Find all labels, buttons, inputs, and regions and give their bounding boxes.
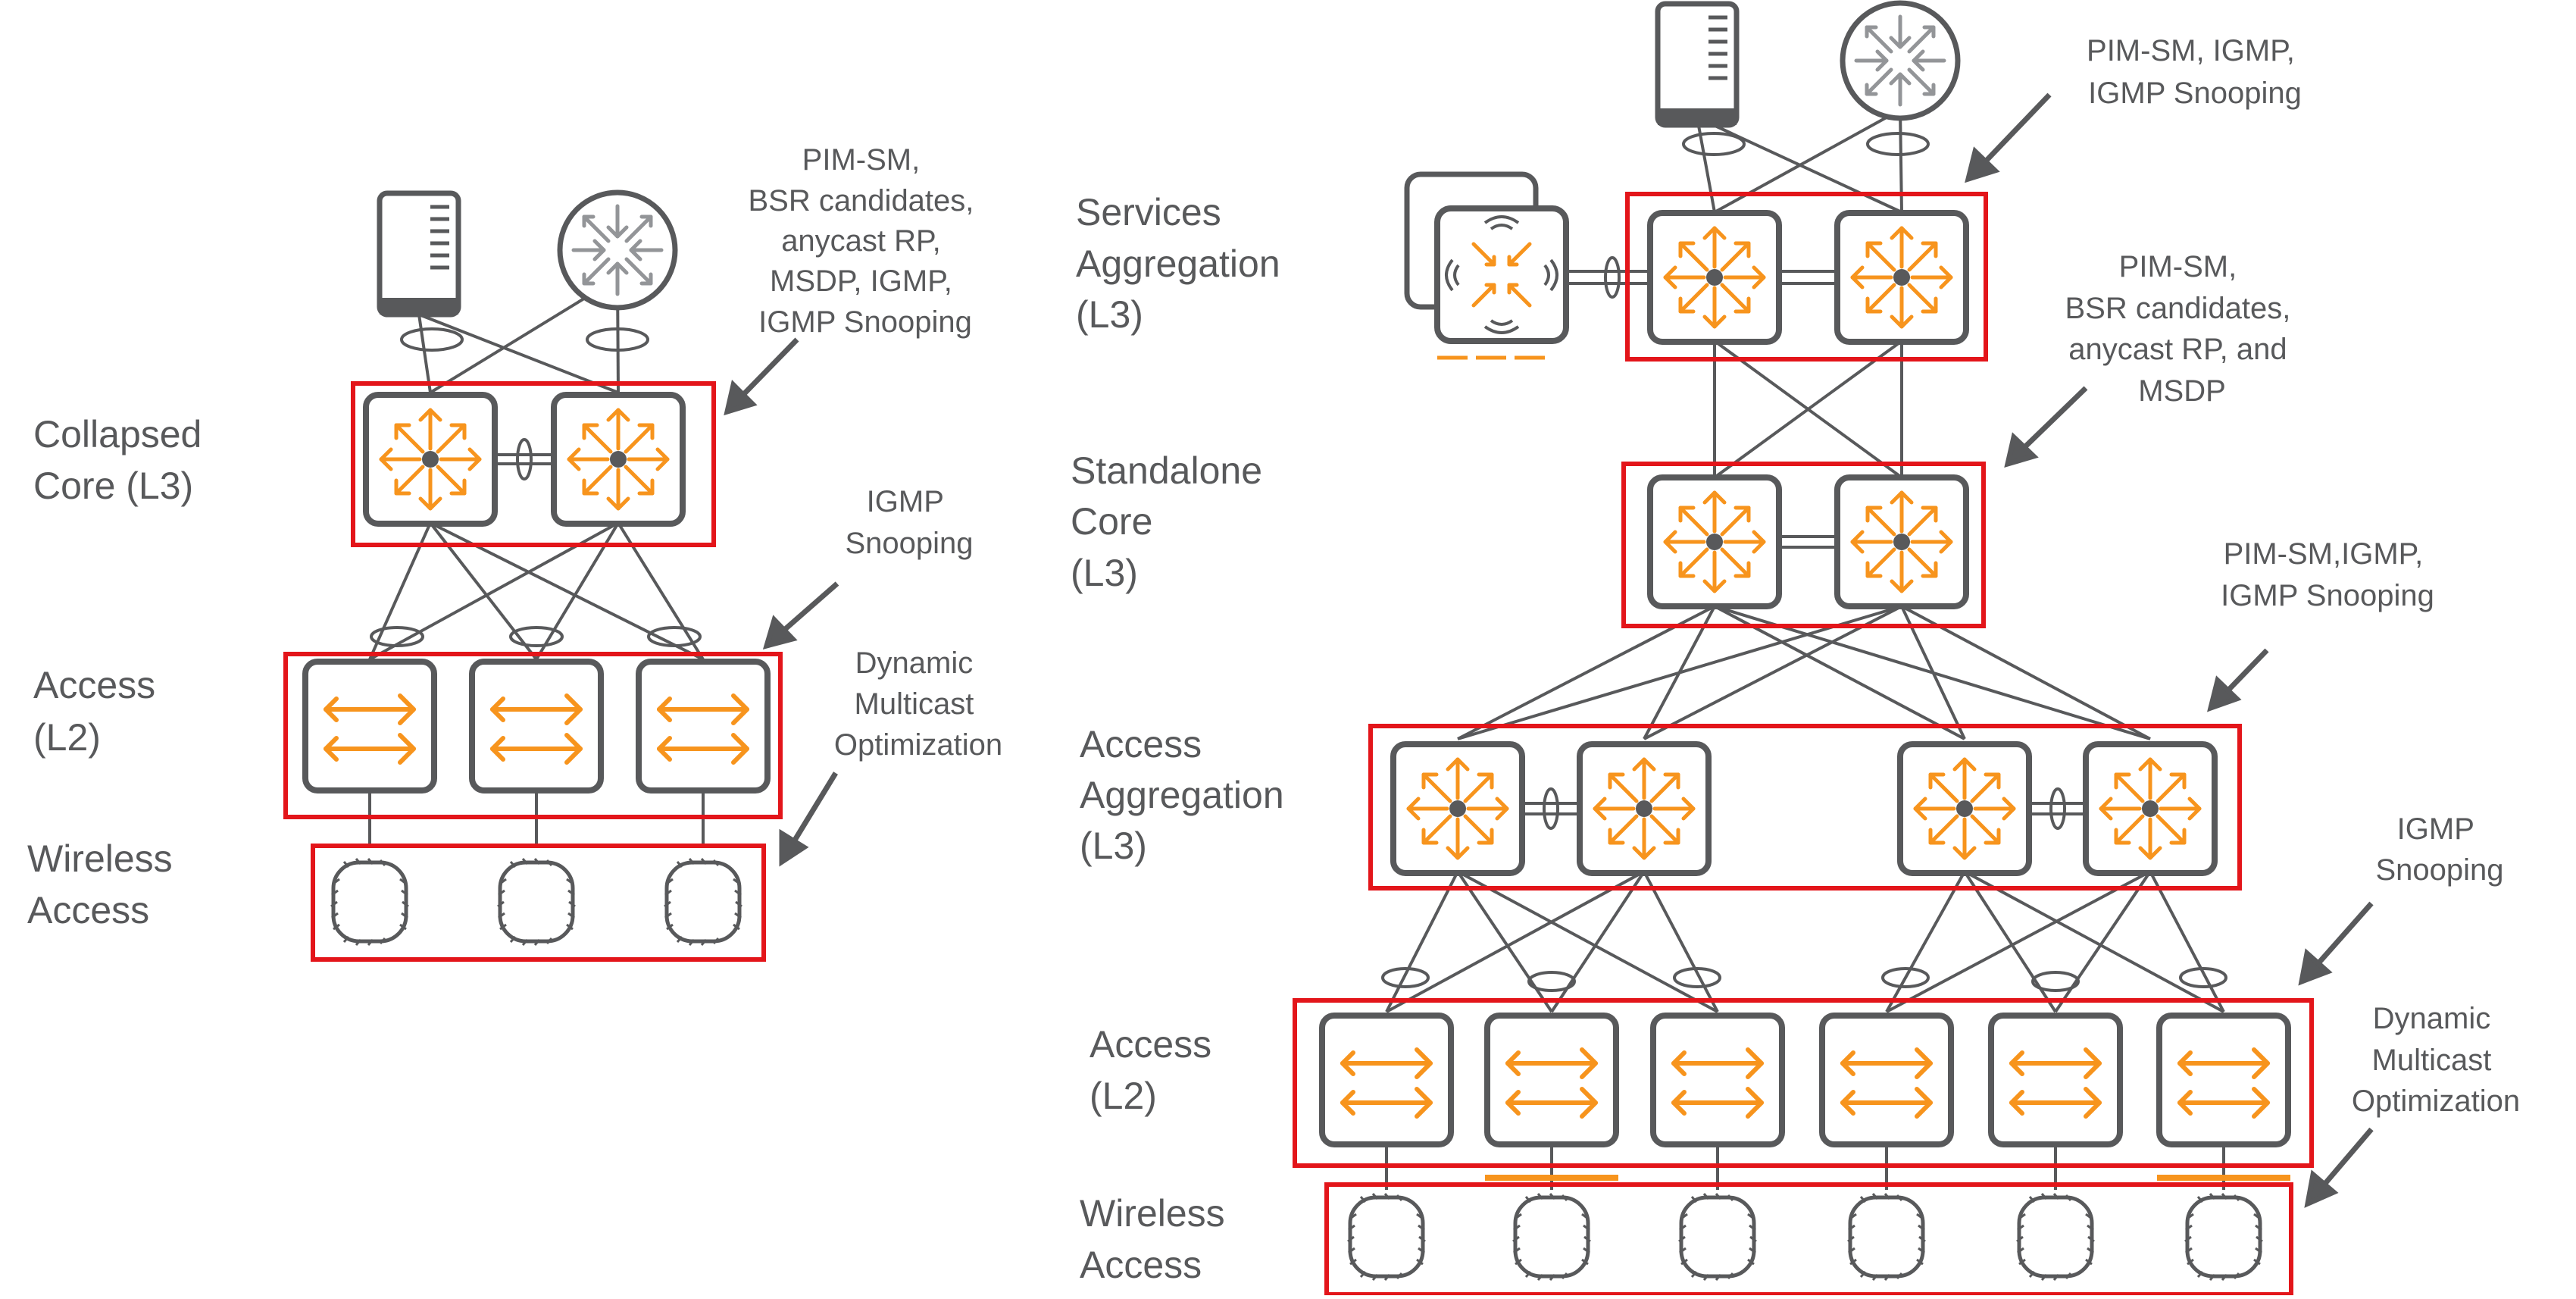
left-access-note: IGMP Snooping xyxy=(845,485,973,560)
access-point-icon xyxy=(664,859,742,945)
left-access-box xyxy=(283,652,783,819)
access-point-icon xyxy=(1679,1194,1756,1280)
l3-switch-icon xyxy=(366,395,495,524)
access-point-icon xyxy=(2185,1194,2262,1280)
right-core-note: PIM-SM, BSR candidates, anycast RP, and … xyxy=(2065,250,2299,408)
right-wireless-box xyxy=(1324,1182,2293,1297)
access-point-icon xyxy=(1513,1194,1590,1280)
l3-switch-icon xyxy=(1837,477,1966,606)
l3-switch-icon xyxy=(1580,744,1708,873)
l2-switch-icon xyxy=(305,662,434,790)
left-core-note: PIM-SM, BSR candidates, anycast RP, MSDP… xyxy=(748,143,982,339)
router-icon xyxy=(1843,3,1958,118)
right-services-note: PIM-SM, IGMP, IGMP Snooping xyxy=(2087,34,2303,110)
right-pointer-arrows xyxy=(1965,92,2374,1208)
left-wireless-note: Dynamic Multicast Optimization xyxy=(834,646,1002,762)
right-services-box xyxy=(1625,192,1988,362)
l3-switch-icon xyxy=(1393,744,1522,873)
wireless-controller-icon xyxy=(1404,171,1569,360)
l2-switch-icon xyxy=(639,662,767,790)
left-pointer-arrows xyxy=(724,337,839,867)
server-icon xyxy=(1658,4,1737,125)
l2-switch-icon xyxy=(2159,1016,2288,1144)
router-icon xyxy=(560,193,675,308)
l2-switch-icon xyxy=(1991,1016,2120,1144)
access-point-icon xyxy=(1348,1194,1425,1280)
left-access-label: Access(L2) xyxy=(33,664,155,759)
l2-switch-icon xyxy=(1653,1016,1782,1144)
l3-switch-icon xyxy=(554,395,683,524)
access-point-icon xyxy=(2017,1194,2094,1280)
left-core-box xyxy=(351,381,716,547)
right-access-label: Access(L2) xyxy=(1089,1023,1211,1117)
right-connections xyxy=(1381,108,2227,1190)
l2-switch-icon xyxy=(1487,1016,1616,1144)
l2-switch-icon xyxy=(1822,1016,1951,1144)
access-point-icon xyxy=(1848,1194,1925,1280)
right-accent-bars xyxy=(1485,1175,2290,1181)
l2-switch-icon xyxy=(472,662,601,790)
access-point-icon xyxy=(331,859,408,945)
right-aggregation-note: PIM-SM,IGMP, IGMP Snooping xyxy=(2221,537,2434,612)
l3-switch-icon xyxy=(1650,213,1779,342)
l2-switch-icon xyxy=(1322,1016,1451,1144)
right-access-note: IGMP Snooping xyxy=(2375,812,2503,887)
right-tier-boxes xyxy=(1293,192,2314,1297)
right-core-box xyxy=(1621,462,1986,628)
right-access-box xyxy=(1293,998,2314,1168)
right-aggregation-box xyxy=(1368,724,2242,891)
l3-switch-icon xyxy=(1900,744,2029,873)
l3-switch-icon xyxy=(1650,477,1779,606)
l3-switch-icon xyxy=(1837,213,1966,342)
left-tier-boxes xyxy=(283,381,783,962)
access-point-icon xyxy=(498,859,575,945)
l3-switch-icon xyxy=(2086,744,2215,873)
left-wireless-box xyxy=(311,844,766,962)
server-icon xyxy=(380,193,458,315)
right-wireless-note: Dynamic Multicast Optimization xyxy=(2352,1002,2520,1118)
